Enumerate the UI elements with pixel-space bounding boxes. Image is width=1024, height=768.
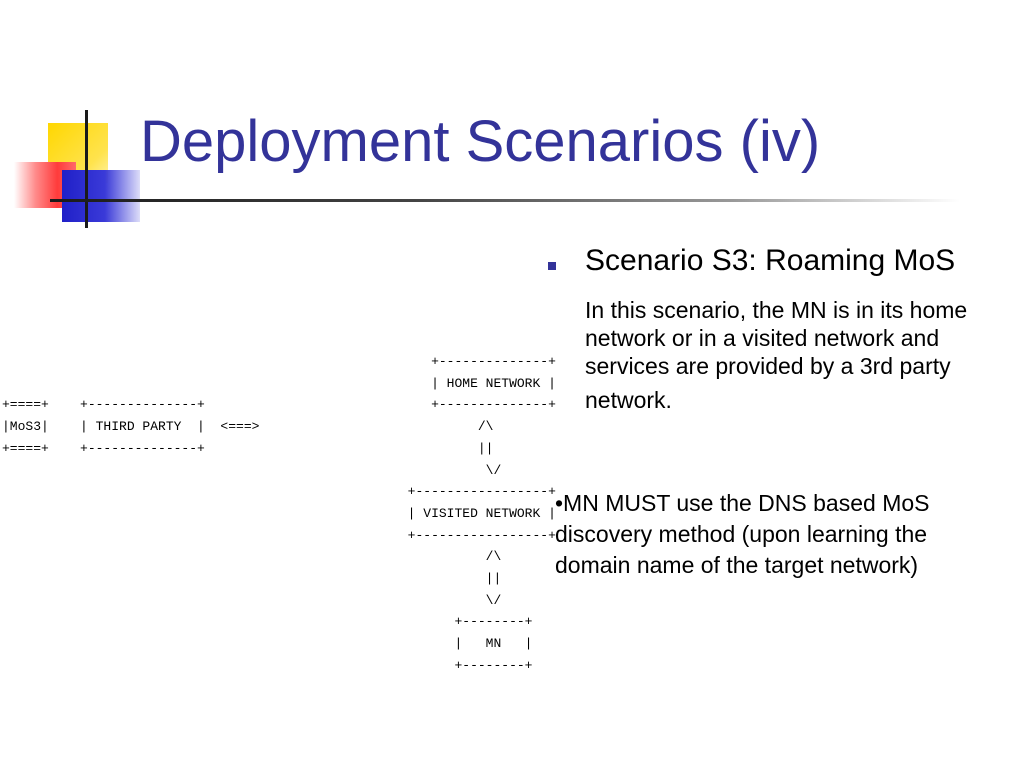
bullet-heading: Scenario S3: Roaming MoS: [585, 244, 956, 277]
bullet-body-line: In this scenario, the MN is in its home: [585, 297, 968, 323]
bullet-body-line: services are provided by a 3rd party: [585, 353, 951, 379]
note-line: discovery method (upon learning the: [555, 521, 928, 547]
note-line: •MN MUST use the DNS based MoS: [555, 490, 930, 516]
bullet-body-line: network.: [585, 387, 672, 413]
note-line: domain name of the target network): [555, 552, 919, 578]
network-diagram: +--------------+ | HOME NETWORK | +====+…: [2, 354, 556, 673]
logo-vertical-line: [85, 110, 88, 228]
logo-blue-square: [62, 170, 140, 222]
slide-title: Deployment Scenarios (iv): [140, 109, 821, 174]
square-bullet-icon: [548, 262, 556, 270]
title-underline: [50, 199, 960, 202]
dns-discovery-note: •MN MUST use the DNS based MoS discovery…: [555, 488, 995, 581]
bullet-body: In this scenario, the MN is in its home …: [585, 296, 1021, 414]
bullet-body-line: network or in a visited network and: [585, 325, 940, 351]
